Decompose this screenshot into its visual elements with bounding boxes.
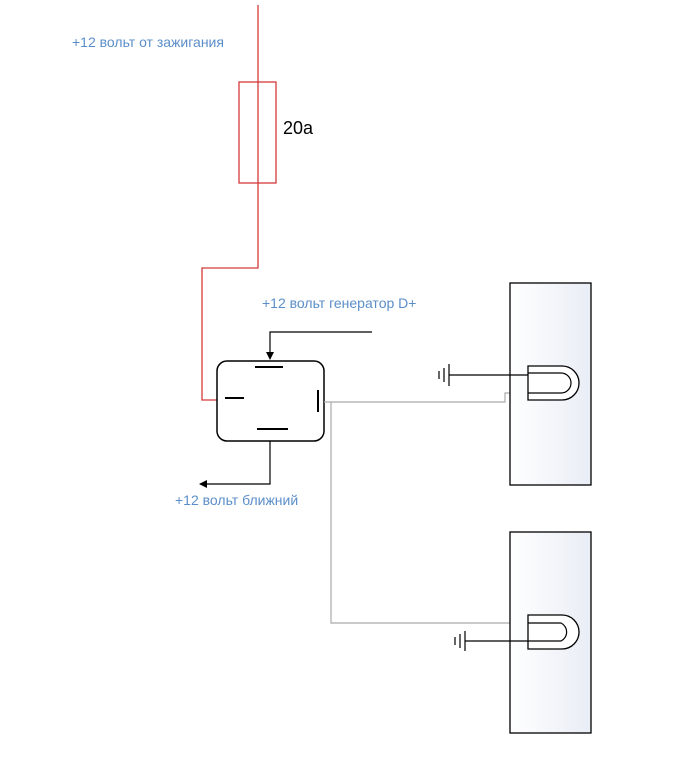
fuse [238, 81, 277, 184]
lamp2-signal-wire [330, 402, 528, 624]
generator-wire [266, 331, 372, 360]
low-beam-label: +12 вольт ближний [175, 492, 298, 508]
ignition-wire [201, 5, 259, 401]
lamp2-filament [528, 622, 568, 642]
fuse-rating-label: 20а [283, 118, 314, 138]
lamp2-ground-icon [454, 631, 466, 651]
lamp1-signal-wire [324, 392, 528, 403]
lamp1-ground-icon [438, 364, 450, 386]
lamp1-filament [528, 372, 572, 394]
generator-label: +12 вольт генератор D+ [262, 295, 416, 311]
ignition-label: +12 вольт от зажигания [72, 34, 224, 50]
lamp2-bulb [527, 614, 580, 650]
low-beam-wire [199, 441, 271, 488]
